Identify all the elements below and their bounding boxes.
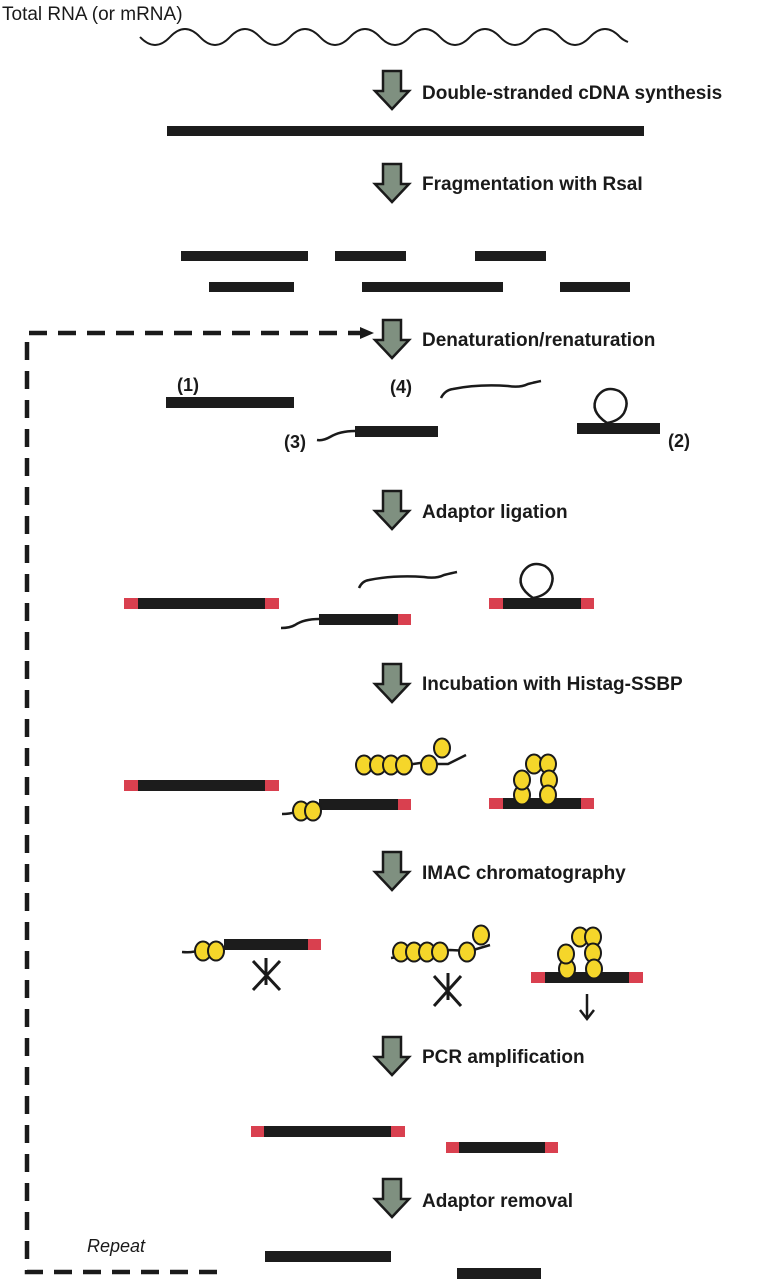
step-label-1: Double-stranded cDNA synthesis [422, 83, 722, 104]
species-3-duplex [355, 426, 438, 437]
duplex [545, 972, 629, 983]
ssbp-bead [472, 924, 490, 946]
final-fragments [265, 1251, 541, 1279]
step-label-4: Adaptor ligation [422, 502, 568, 523]
ssbp-bead [557, 943, 575, 965]
cdna-fragments [181, 251, 630, 292]
duplex [264, 1126, 391, 1137]
fragment [560, 282, 630, 292]
species-label-4: (4) [390, 377, 412, 397]
ssbp-bead [539, 784, 557, 806]
adaptor [489, 798, 503, 809]
step-arrow-1 [373, 69, 411, 111]
duplex [459, 1142, 545, 1153]
ssbp-bead [420, 754, 438, 776]
adaptor [629, 972, 643, 983]
not-retained-cross-icon [251, 958, 282, 992]
rna-strand [139, 28, 629, 46]
duplex [503, 798, 581, 809]
species-3-overhang [316, 429, 356, 442]
adaptor [124, 598, 138, 609]
ligated-species [124, 562, 594, 630]
duplex [319, 614, 398, 625]
ds-cdna [167, 126, 644, 136]
repeat-loop-line [24, 330, 366, 1275]
overhang [280, 617, 320, 630]
adaptor [251, 1126, 264, 1137]
repeat-loop-arrowhead [360, 327, 374, 339]
ssbp-bead [395, 754, 413, 776]
duplex [138, 780, 265, 791]
ssbp-bead [431, 941, 449, 963]
imac-species [181, 924, 643, 1022]
ssbp-bound-species [124, 737, 594, 822]
ssbp-bead [304, 800, 322, 822]
amplified-species [251, 1126, 558, 1153]
fragment [362, 282, 503, 292]
step-arrow-8 [373, 1177, 411, 1219]
step-label-3: Denaturation/renaturation [422, 330, 655, 351]
duplex [457, 1268, 541, 1279]
fragment [335, 251, 406, 261]
step-label-6: IMAC chromatography [422, 863, 626, 884]
adaptor [446, 1142, 459, 1153]
species-label-3: (3) [284, 432, 306, 452]
step-label-8: Adaptor removal [422, 1191, 573, 1212]
species-label-1: (1) [177, 375, 199, 395]
step-label-5: Incubation with Histag-SSBP [422, 674, 683, 695]
adaptor [489, 598, 503, 609]
duplex [265, 1251, 391, 1262]
species-1-duplex [166, 397, 294, 408]
adaptor [531, 972, 545, 983]
fragment [209, 282, 294, 292]
not-retained-cross-icon [432, 973, 463, 1008]
ssbp-bead [585, 958, 603, 980]
step-arrow-6 [373, 850, 411, 892]
step-label-2: Fragmentation with RsaI [422, 174, 643, 195]
adaptor [391, 1126, 405, 1137]
species-2-loop [593, 387, 628, 425]
ssbp-bead [207, 940, 225, 962]
step-arrow-4 [373, 489, 411, 531]
step-arrow-7 [373, 1035, 411, 1077]
duplex [503, 598, 581, 609]
adaptor [265, 780, 279, 791]
total-rna-label: Total RNA (or mRNA) [2, 4, 183, 25]
duplex [138, 598, 265, 609]
step-arrow-5 [373, 662, 411, 704]
adaptor [265, 598, 279, 609]
adaptor [581, 798, 594, 809]
species-label-2: (2) [668, 431, 690, 451]
adaptor [581, 598, 594, 609]
duplex [319, 799, 398, 810]
step-arrow-2 [373, 162, 411, 204]
adaptor [398, 799, 411, 810]
fragment [475, 251, 546, 261]
step-arrow-3 [373, 318, 411, 360]
species-4-ssdna [439, 379, 542, 399]
duplex [224, 939, 308, 950]
loop [519, 562, 554, 600]
ssbp-bead [433, 737, 451, 759]
adaptor [124, 780, 138, 791]
adaptor [308, 939, 321, 950]
fragment [181, 251, 308, 261]
retained-down-arrow-icon [579, 994, 595, 1022]
adaptor [545, 1142, 558, 1153]
adaptor [398, 614, 411, 625]
repeat-label: Repeat [87, 1236, 146, 1256]
species-2-duplex [577, 423, 660, 434]
renatured-species: (1) (4) (3) (2) [166, 375, 690, 452]
ssbp-bead [458, 941, 476, 963]
step-label-7: PCR amplification [422, 1047, 585, 1068]
ssbp-bead [513, 769, 531, 791]
ssdna [357, 570, 458, 589]
